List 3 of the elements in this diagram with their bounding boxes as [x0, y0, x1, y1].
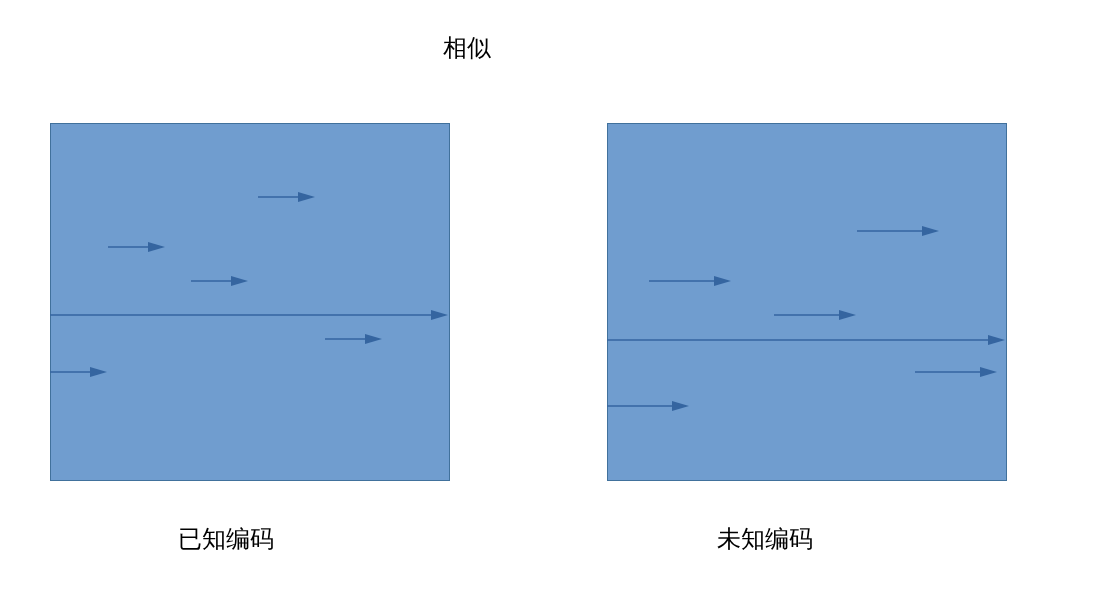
title: 相似: [443, 33, 491, 64]
node-label: 已知编码: [178, 524, 274, 555]
node-label: 未知编码: [717, 524, 813, 555]
